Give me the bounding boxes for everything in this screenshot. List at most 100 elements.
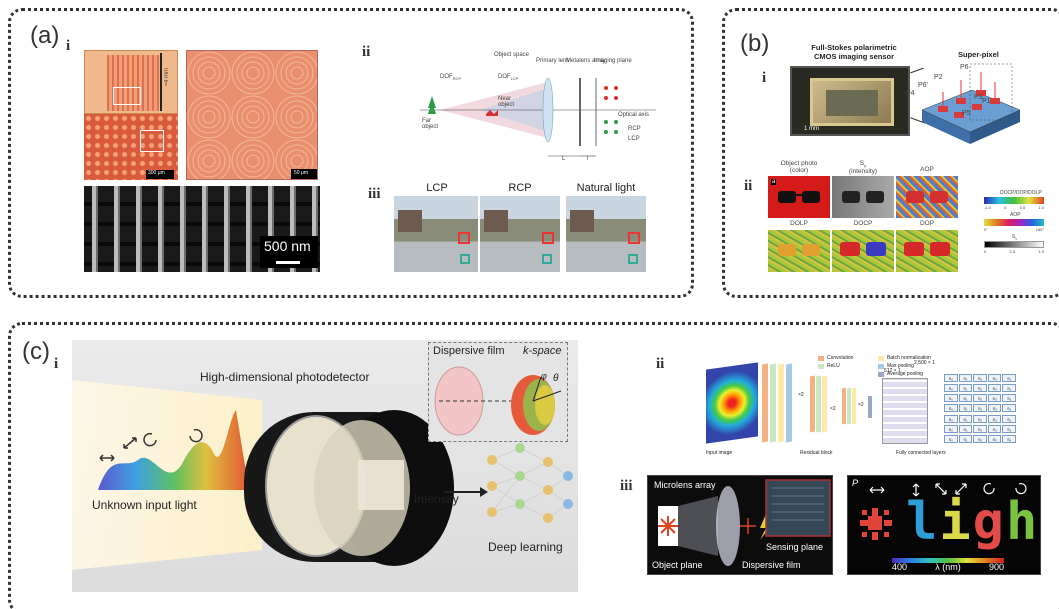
matrix-cell: S₂ [973,434,987,443]
l-dimension-label: L [562,156,566,162]
matrix-cell: S₁ [1002,384,1016,393]
panel-b-ii-label: ii [744,178,753,194]
matrix-cell: S₁ [1002,414,1016,423]
unknown-light-label: Unknown input light [92,498,197,512]
panel-a-ii-label: ii [362,44,371,60]
sensing-plane-label: Sensing plane [766,542,824,552]
photodetector-render: Dispersive film k-space θ φ High-dimensi… [72,340,578,592]
aop-title: AOP [920,166,934,173]
input-image-label: Input image [706,450,733,456]
residual-block-label: Residual block [800,450,833,456]
lens-array-zoom-image: 300 μm [84,114,178,180]
matrix-cell: S₂ [973,424,987,433]
light-reconstruction-image: P light 400 λ (nm) 900 [847,475,1041,575]
dim-2500: 2,500 × 1 [914,360,935,366]
light-letter: h [1005,492,1038,552]
docp-image [832,230,894,272]
pixel-p6-prime: P6' [918,82,928,89]
network-legend: Convolution ReLU Batch normalization Max… [818,355,958,380]
primary-lens-label: Primary lens [536,58,570,64]
chip-overview-image [84,50,178,114]
pixel-p6: P6 [960,64,969,71]
scale-4mm: ≈4 mm [164,68,170,87]
panel-c-label: (c) [22,338,50,365]
matrix-cell: S₃ [987,394,1002,403]
light-letter: g [972,492,1004,552]
photo-rcp [480,196,560,272]
colorbar-aop [984,219,1044,226]
panel-a-i-label: i [66,38,71,54]
object-photo-image: a [768,176,830,218]
legend-average-pooling: Average pooling [887,371,924,377]
metalens-array-label: Metalens array [566,58,606,64]
colorbar1-title: DOCP/DOP/DOLP [1000,190,1042,196]
legend-convolution: Convolution [827,355,854,361]
photo-lcp-title: LCP [426,182,448,194]
light-letter: i [939,492,971,552]
docp-title: DOCP [853,220,873,227]
matrix-cell: S₁ [1002,374,1016,382]
near-object-label: Near object [498,96,515,108]
photo-natural-title: Natural light [576,182,636,194]
pixel-p4: P4 [906,90,915,97]
panel-c-i-label: i [54,356,59,372]
superpixel-title: Super-pixel [958,50,999,59]
microlens-array-label: Microlens array [654,480,716,490]
panel-c [8,322,1059,609]
matrix-cell: S₃ [987,414,1002,423]
panel-b-i-label: i [762,70,767,86]
dolp-title: DOLP [790,220,808,227]
matrix-cell: S₁ [958,374,973,382]
dispersive-film-iii-label: Dispersive film [742,560,801,570]
colorbar-s0 [984,241,1044,248]
pixel-p3: P3 [974,94,983,101]
light-letter: l [906,492,938,552]
matrix-cell: S₂ [973,404,987,413]
image-tag-a: a [771,179,777,185]
dop-image [896,230,958,272]
deep-learning-label: Deep learning [488,540,563,554]
wavelength-ticks: 400 λ (nm) 900 [892,562,1004,572]
scale-300um: 300 μm [148,170,165,176]
dim-512: 512 × 1 [884,368,901,374]
colorbar3-title: S0 [1012,234,1018,241]
matrix-cell: S₁ [958,394,973,403]
colorbar-docp [984,197,1044,204]
k-space-inset: Dispersive film k-space θ φ [428,342,568,442]
intensity-label: Intensity [414,492,459,506]
lcp-label: LCP [628,136,640,142]
matrix-cell: S₃ [987,384,1002,393]
metalens-ring-image: 50 μm [186,50,318,180]
dolp-image [768,230,830,272]
legend-max-pooling: Max pooling [887,363,914,369]
panel-b-label: (b) [740,30,770,57]
matrix-cell: S₁ [958,434,973,443]
matrix-cell: S₁ [1002,394,1016,403]
matrix-cell: S₀ [944,404,958,413]
photo-rcp-title: RCP [508,182,532,194]
theta-label: θ [553,373,559,384]
photodetector-label: High-dimensional photodetector [200,370,370,384]
matrix-cell: S₀ [944,374,958,382]
object-space-label: Object space [494,52,530,58]
scale-1mm: 1 mm [804,126,819,132]
matrix-cell: S₀ [944,424,958,433]
matrix-cell: S₀ [944,384,958,393]
legend-batch-norm: Batch normalization [887,355,931,361]
panel-c-ii-label: ii [656,356,665,372]
light-letter: t [1039,496,1040,548]
panel-c-iii-label: iii [620,478,633,494]
s0-intensity-image [832,176,894,218]
wavelength-colorbar [892,558,1004,563]
matrix-cell: S₂ [973,394,987,403]
pixel-p1: P1 [982,98,991,105]
matrix-cell: S₂ [973,374,987,382]
matrix-cell: S₁ [958,424,973,433]
panel-b [722,8,1059,298]
matrix-cell: S₃ [987,434,1002,443]
matrix-cell: S₁ [1002,404,1016,413]
aop-image [896,176,958,218]
